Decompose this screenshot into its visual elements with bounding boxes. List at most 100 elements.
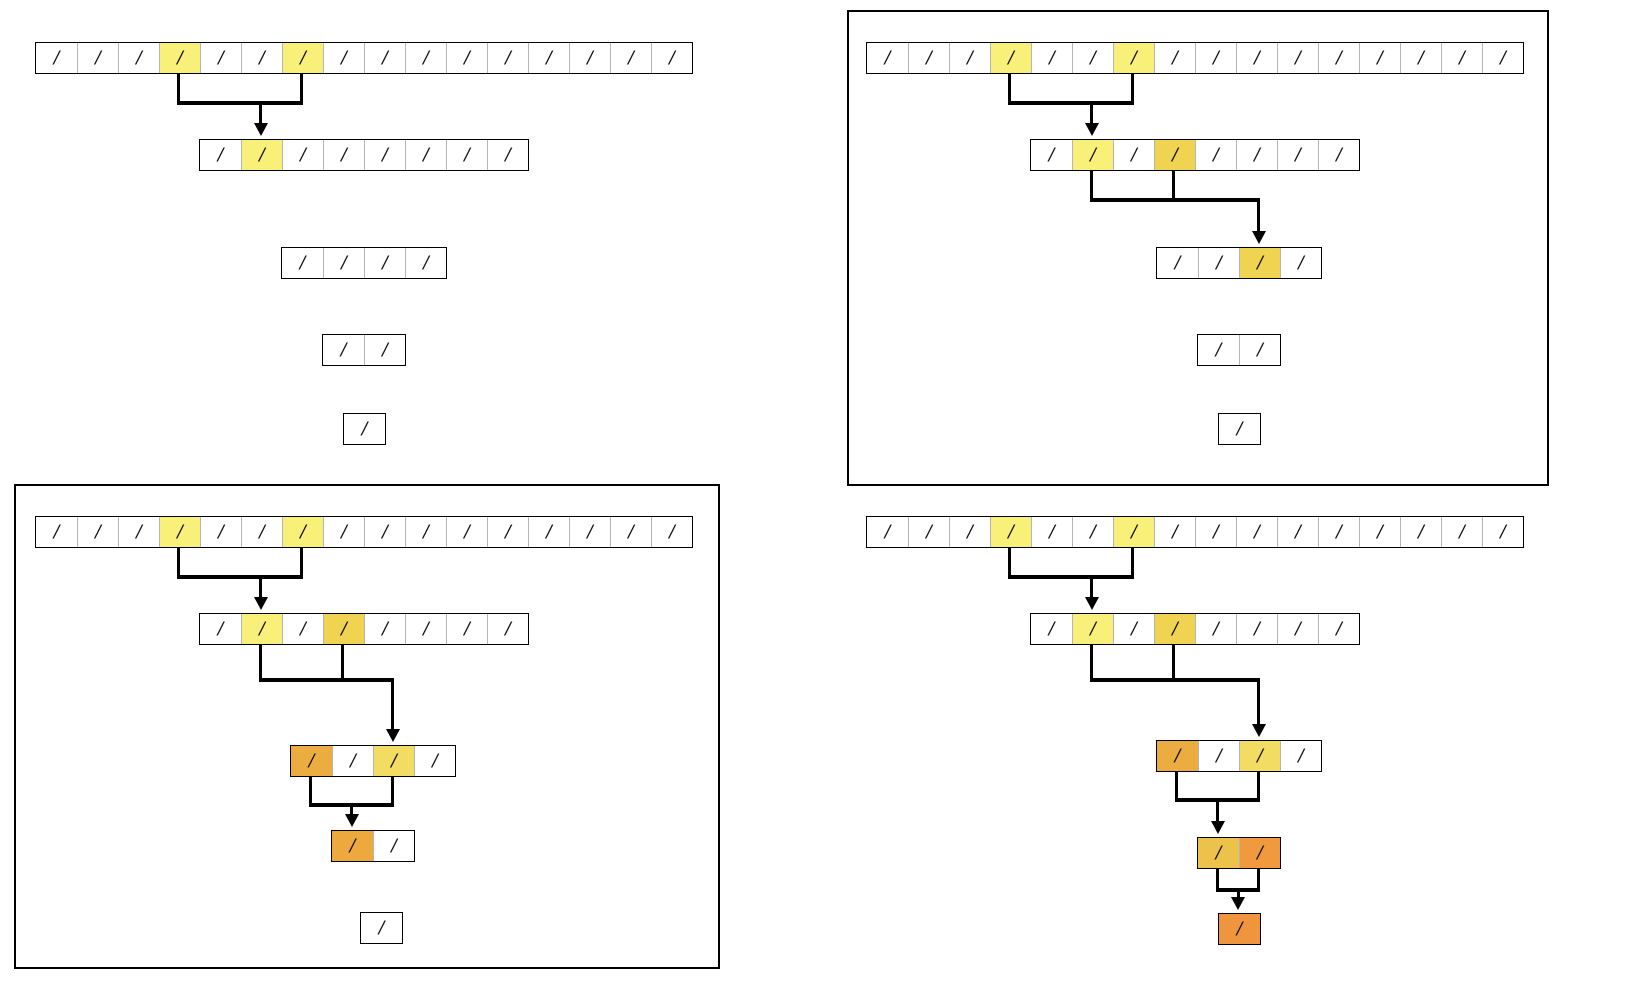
array-cell: / — [1277, 517, 1318, 547]
array-cell: / — [1482, 43, 1523, 73]
slash-glyph: / — [299, 252, 306, 273]
arrowhead-icon — [1251, 724, 1266, 737]
slash-glyph: / — [505, 144, 511, 165]
array-row: //////// — [199, 613, 529, 645]
slash-glyph: / — [505, 618, 511, 639]
bracket-bar — [259, 678, 394, 682]
array-cell: / — [949, 43, 990, 73]
array-cell: / — [1482, 517, 1523, 547]
array-cell-highlighted: / — [1198, 838, 1239, 868]
slash-glyph: / — [1131, 618, 1137, 639]
slash-glyph: / — [1213, 618, 1219, 639]
array-cell: / — [1277, 43, 1318, 73]
array-row: / — [343, 413, 386, 445]
bracket-stem — [391, 776, 394, 807]
slash-glyph: / — [177, 521, 183, 542]
arrowhead-icon — [385, 729, 400, 742]
slash-glyph: / — [350, 750, 356, 771]
slash-glyph: / — [382, 252, 388, 273]
array-cell: / — [1195, 43, 1236, 73]
bracket-bar — [1090, 678, 1260, 682]
array-row: / — [360, 912, 403, 944]
array-cell: / — [1154, 517, 1195, 547]
slash-glyph: / — [177, 47, 183, 68]
array-row: //////////////// — [866, 42, 1524, 74]
arrow-line — [1090, 101, 1093, 125]
array-cell-highlighted: / — [241, 140, 282, 170]
array-cell-highlighted: / — [282, 43, 323, 73]
array-cell: / — [610, 43, 651, 73]
slash-glyph: / — [1049, 47, 1055, 68]
array-cell: / — [487, 614, 528, 644]
slash-glyph: / — [1216, 252, 1222, 273]
slash-glyph: / — [217, 618, 224, 639]
array-cell: / — [1441, 517, 1482, 547]
arrowhead-icon — [253, 123, 268, 136]
arrowhead-icon — [253, 597, 268, 610]
slash-glyph: / — [1174, 745, 1181, 766]
array-cell-highlighted: / — [1239, 741, 1280, 771]
slash-glyph: / — [1213, 47, 1219, 68]
slash-glyph: / — [1257, 252, 1263, 273]
slash-glyph: / — [218, 521, 224, 542]
slash-glyph: / — [259, 47, 265, 68]
array-cell: / — [610, 517, 651, 547]
slash-glyph: / — [1418, 47, 1424, 68]
array-cell: / — [361, 913, 402, 943]
slash-glyph: / — [669, 47, 675, 68]
slash-glyph: / — [53, 521, 60, 542]
slash-glyph: / — [1336, 47, 1342, 68]
bracket-stem — [1090, 170, 1093, 202]
bracket-stem — [1131, 73, 1134, 105]
slash-glyph: / — [669, 521, 675, 542]
array-cell: / — [36, 43, 77, 73]
bracket-bar — [177, 101, 303, 105]
slash-glyph: / — [1500, 521, 1506, 542]
array-cell: / — [282, 248, 323, 278]
slash-glyph: / — [1298, 252, 1304, 273]
array-cell-highlighted: / — [1154, 614, 1195, 644]
slash-glyph: / — [926, 521, 932, 542]
arrow-line — [1216, 798, 1219, 823]
slash-glyph: / — [628, 47, 634, 68]
bracket-stem — [177, 547, 180, 579]
array-cell: / — [323, 335, 364, 365]
array-cell-highlighted: / — [373, 746, 414, 776]
slash-glyph: / — [1215, 842, 1222, 863]
slash-glyph: / — [1174, 252, 1181, 273]
array-cell: / — [405, 43, 446, 73]
slash-glyph: / — [1257, 745, 1263, 766]
array-cell: / — [373, 831, 414, 861]
slash-glyph: / — [546, 47, 552, 68]
slash-glyph: / — [926, 47, 932, 68]
slash-glyph: / — [259, 618, 265, 639]
array-cell: / — [1195, 140, 1236, 170]
slash-glyph: / — [1254, 521, 1260, 542]
arrow-line — [391, 678, 394, 731]
bracket-stem — [1008, 547, 1011, 579]
slash-glyph: / — [432, 750, 438, 771]
arrowhead-icon — [1084, 597, 1099, 610]
array-cell-highlighted: / — [1072, 614, 1113, 644]
array-cell: / — [200, 517, 241, 547]
slash-glyph: / — [1008, 521, 1014, 542]
array-cell: / — [1277, 140, 1318, 170]
slash-glyph: / — [1336, 618, 1342, 639]
array-row: // — [1197, 837, 1281, 869]
array-cell-highlighted: / — [323, 614, 364, 644]
slash-glyph: / — [341, 144, 347, 165]
slash-glyph: / — [967, 521, 973, 542]
arrow-line — [350, 803, 353, 816]
slash-glyph: / — [1131, 144, 1137, 165]
array-cell-highlighted: / — [1113, 517, 1154, 547]
slash-glyph: / — [1254, 47, 1260, 68]
array-cell: / — [332, 746, 373, 776]
slash-glyph: / — [505, 47, 511, 68]
arrow-line — [1257, 198, 1260, 233]
slash-glyph: / — [587, 521, 593, 542]
slash-glyph: / — [217, 144, 224, 165]
array-cell: / — [446, 517, 487, 547]
array-cell: / — [200, 43, 241, 73]
array-row: //// — [1156, 740, 1322, 772]
bracket-stem — [300, 547, 303, 579]
